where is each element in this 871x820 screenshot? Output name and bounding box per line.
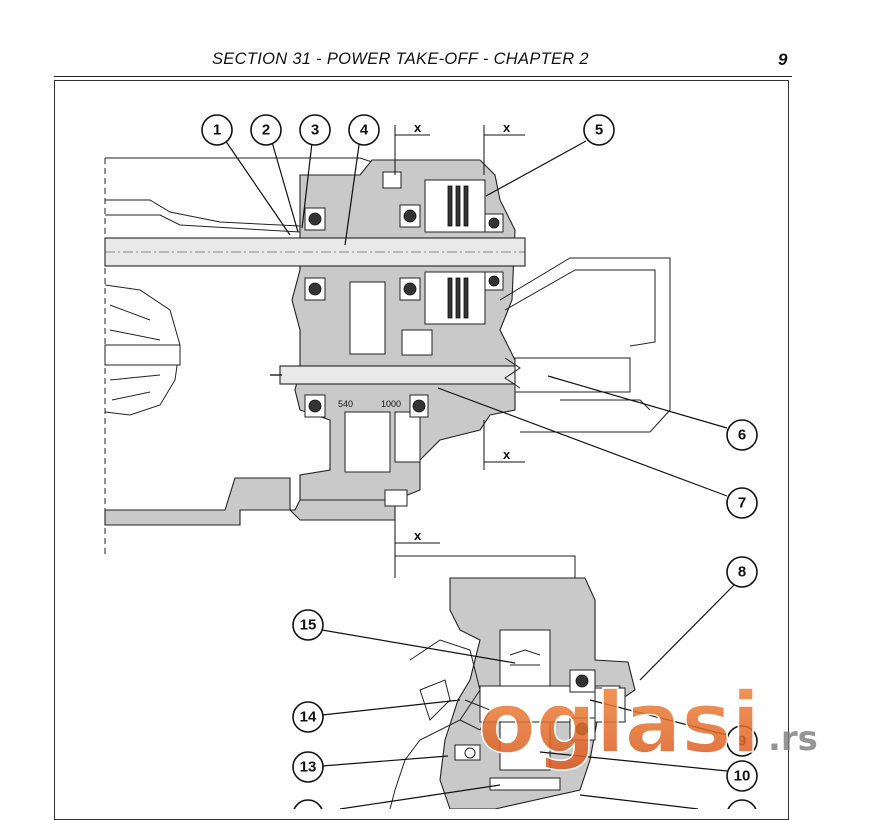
svg-text:7: 7 bbox=[738, 495, 746, 512]
callout-15: 15 bbox=[292, 609, 324, 641]
svg-text:x: x bbox=[414, 120, 422, 135]
callout-5: 5 bbox=[583, 114, 615, 146]
oglasi-watermark: oglasi .rs bbox=[477, 670, 838, 784]
svg-text:14: 14 bbox=[300, 709, 317, 726]
svg-text:1000: 1000 bbox=[381, 399, 401, 409]
upper-assembly: 540 1000 bbox=[104, 157, 671, 555]
callout-partial-right bbox=[727, 799, 757, 809]
svg-text:.rs: .rs bbox=[768, 719, 818, 759]
callout-4: 4 bbox=[348, 114, 380, 146]
callout-2: 2 bbox=[250, 114, 282, 146]
svg-text:9: 9 bbox=[738, 733, 746, 750]
header-rule bbox=[54, 76, 792, 77]
callout-3: 3 bbox=[299, 114, 331, 146]
page-header: SECTION 31 - POWER TAKE-OFF - CHAPTER 2 … bbox=[0, 0, 871, 80]
svg-text:6: 6 bbox=[738, 427, 746, 444]
callout-partial-left bbox=[293, 799, 323, 809]
callout-13: 13 bbox=[292, 751, 324, 783]
callout-6: 6 bbox=[726, 419, 758, 451]
svg-text:540: 540 bbox=[338, 399, 353, 409]
output-shaft bbox=[279, 365, 516, 385]
callout-7: 7 bbox=[726, 487, 758, 519]
leader-lines bbox=[224, 139, 736, 809]
callout-9: 9 bbox=[726, 725, 758, 757]
svg-text:5: 5 bbox=[595, 122, 603, 139]
svg-text:10: 10 bbox=[734, 768, 751, 785]
svg-text:x: x bbox=[503, 447, 511, 462]
svg-text:8: 8 bbox=[738, 564, 746, 581]
callout-14: 14 bbox=[292, 701, 324, 733]
clutch-pack bbox=[424, 179, 486, 325]
callout-10: 10 bbox=[726, 760, 758, 792]
svg-text:1: 1 bbox=[213, 122, 221, 139]
svg-text:x: x bbox=[503, 120, 511, 135]
svg-text:2: 2 bbox=[262, 122, 270, 139]
svg-text:15: 15 bbox=[300, 617, 317, 634]
svg-text:3: 3 bbox=[311, 122, 319, 139]
svg-text:4: 4 bbox=[360, 122, 369, 139]
page-number: 9 bbox=[778, 50, 788, 69]
oglasi-logo-icon: oglasi .rs bbox=[477, 673, 818, 773]
callout-8: 8 bbox=[726, 556, 758, 588]
svg-text:oglasi: oglasi bbox=[478, 674, 760, 772]
svg-text:13: 13 bbox=[300, 759, 317, 776]
callout-1: 1 bbox=[201, 114, 233, 146]
section-title: SECTION 31 - POWER TAKE-OFF - CHAPTER 2 bbox=[212, 50, 589, 68]
lower-detail-assembly bbox=[389, 577, 636, 809]
svg-text:x: x bbox=[414, 528, 422, 543]
